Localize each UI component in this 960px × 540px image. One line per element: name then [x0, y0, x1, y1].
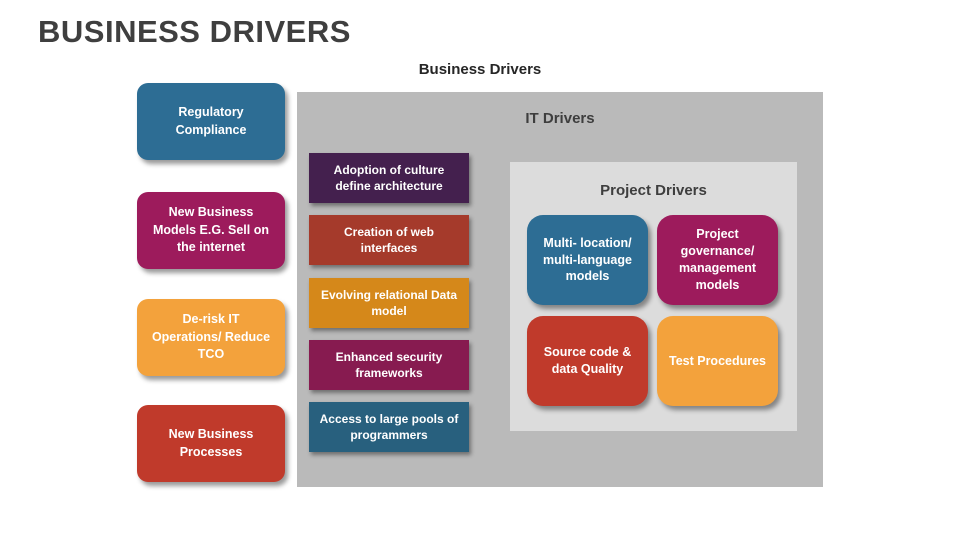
- project-driver-box-test-procedures: Test Procedures: [657, 316, 778, 406]
- it-driver-label: Enhanced security frameworks: [335, 349, 443, 380]
- it-driver-bar-enhanced-security-frameworks: Enhanced security frameworks: [309, 340, 469, 390]
- project-driver-label: Source code & data Quality: [543, 345, 632, 376]
- it-driver-label: Creation of web interfaces: [343, 224, 434, 255]
- project-driver-label: Project governance/ management models: [678, 227, 757, 292]
- project-driver-box-project-governance-models: Project governance/ management models: [657, 215, 778, 305]
- it-driver-label: Adoption of culture define architecture: [333, 162, 445, 193]
- it-drivers-panel: IT Drivers Adoption of culture define ar…: [297, 92, 823, 487]
- it-driver-bar-adoption-of-culture: Adoption of culture define architecture: [309, 153, 469, 203]
- business-driver-label: De-risk IT Operations/ Reduce TCO: [151, 312, 271, 362]
- it-driver-bar-creation-of-web-interfaces: Creation of web interfaces: [309, 215, 469, 265]
- project-drivers-title: Project Drivers: [600, 182, 707, 199]
- it-driver-bar-evolving-relational-data-model: Evolving relational Data model: [309, 278, 469, 328]
- business-driver-box-derisk-it-operations: De-risk IT Operations/ Reduce TCO: [137, 299, 285, 376]
- business-driver-box-new-business-models: New Business Models E.G. Sell on the int…: [137, 192, 285, 269]
- diagram-caption: Business Drivers: [418, 61, 542, 78]
- it-driver-bar-access-to-large-pools: Access to large pools of programmers: [309, 402, 469, 452]
- it-drivers-title: IT Drivers: [525, 110, 595, 127]
- project-driver-box-multi-location-models: Multi- location/ multi-language models: [527, 215, 648, 305]
- business-driver-label: New Business Processes: [168, 427, 254, 459]
- project-driver-label: Multi- location/ multi-language models: [543, 235, 632, 284]
- business-driver-box-new-business-processes: New Business Processes: [137, 405, 285, 482]
- project-driver-box-source-code-data-quality: Source code & data Quality: [527, 316, 648, 406]
- business-driver-box-regulatory-compliance: Regulatory Compliance: [137, 83, 285, 160]
- it-driver-label: Access to large pools of programmers: [319, 411, 459, 442]
- page-title: BUSINESS DRIVERS: [38, 14, 351, 49]
- it-driver-label: Evolving relational Data model: [320, 287, 458, 318]
- project-drivers-panel: Project Drivers Multi- location/ multi-l…: [510, 162, 797, 431]
- business-driver-label: New Business Models E.G. Sell on the int…: [153, 205, 269, 255]
- project-driver-label: Test Procedures: [668, 353, 767, 368]
- business-driver-label: Regulatory Compliance: [175, 105, 247, 137]
